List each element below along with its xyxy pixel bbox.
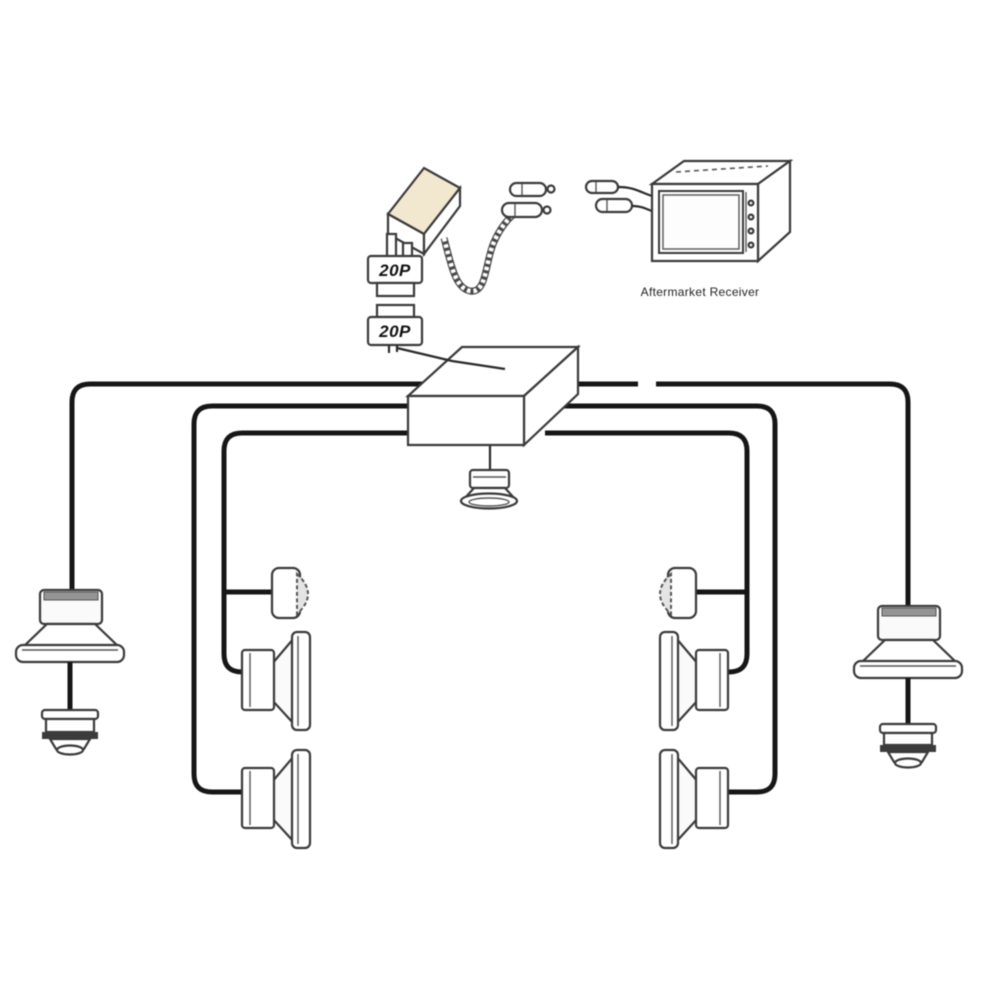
- bullet-plug-1-tip: [546, 184, 556, 194]
- left-tweeter-dome: [55, 744, 85, 756]
- 20p-label-top: 20P: [378, 261, 411, 280]
- 20p-bottom-housing: [366, 315, 424, 347]
- left-woofer-cone: [20, 622, 122, 649]
- amplifier-box: [405, 344, 581, 448]
- front-left-speaker-wire: [69, 381, 638, 594]
- harness-to-amplifier-lead: [396, 346, 506, 371]
- door-right-speaker-wire: [545, 430, 750, 675]
- right-rear-speaker-magnet: [694, 766, 730, 830]
- adapter-right-face: [422, 184, 462, 258]
- left-door-tweeter-dome: [296, 571, 309, 617]
- right-front-woofer: [852, 604, 964, 680]
- right-woofer-rim: [852, 659, 964, 680]
- center-speaker-rim-line: [468, 497, 510, 507]
- 20p-bottom-tongue: [375, 303, 416, 319]
- left-rear-speaker-magnet: [240, 766, 276, 830]
- right-tweeter-dome: [893, 757, 923, 769]
- 20p-top-tongue: [375, 281, 416, 298]
- left-rear-speaker-cone: [270, 752, 296, 845]
- receiver-button-4: [747, 241, 755, 249]
- right-tweeter-body: [882, 731, 934, 747]
- right-door-speaker-magnet: [694, 648, 730, 712]
- bullet-plug-pair-right: [584, 179, 653, 214]
- right-tweeter-cap: [878, 722, 938, 735]
- left-tweeter-cap: [40, 708, 100, 721]
- bullet-plug-2: [500, 201, 544, 219]
- center-speaker-magnet: [468, 468, 511, 490]
- bullet-plug-2-tip: [542, 205, 552, 215]
- left-door-speaker-cone: [270, 634, 296, 727]
- right-woofer-magnet-band: [881, 607, 937, 617]
- bullet-plug-3: [584, 179, 620, 195]
- front-right-speaker-wire: [656, 381, 911, 610]
- receiver-button-3: [747, 227, 755, 235]
- left-woofer-rim: [14, 643, 126, 664]
- left-door-speaker-rim: [290, 630, 312, 732]
- right-rear-speaker-cone: [674, 752, 700, 845]
- bullet-plug-1: [508, 181, 548, 198]
- receiver-screen: [662, 194, 740, 250]
- receiver-lead-2: [631, 204, 653, 213]
- left-woofer-magnet-band: [43, 591, 99, 601]
- receiver-button-1: [747, 199, 755, 207]
- right-rear-speaker-rim: [658, 748, 680, 850]
- left-rear-speaker-rim: [290, 748, 312, 850]
- left-tweeter-band: [42, 732, 98, 739]
- right-door-tweeter-dome: [659, 571, 672, 617]
- door-left-speaker-wire: [221, 430, 430, 675]
- harness-adapter-box: [385, 166, 462, 260]
- right-door-tweeter-plate: [666, 566, 698, 620]
- right-rear-speaker: [658, 748, 730, 850]
- speaker-wiring: [69, 381, 911, 795]
- rear-right-speaker-wire: [545, 403, 778, 795]
- left-door-tweeter: [270, 566, 309, 620]
- left-door-speaker-magnet: [240, 648, 276, 712]
- receiver-top-dashed-line: [675, 165, 769, 173]
- receiver-caption: Aftermarket Receiver: [641, 285, 760, 299]
- receiver-lead-1: [617, 185, 653, 198]
- left-door-speaker: [240, 630, 312, 732]
- left-tweeter-body: [44, 717, 96, 734]
- right-woofer-cone: [858, 638, 960, 665]
- right-door-speaker: [658, 630, 730, 732]
- bullet-plug-pair-left: [500, 181, 556, 219]
- bullet-plug-4: [594, 197, 634, 214]
- aftermarket-receiver: [648, 158, 794, 264]
- left-rear-speaker: [240, 748, 312, 850]
- right-tweeter-band: [880, 745, 936, 752]
- 20p-connector-male: 20P: [366, 254, 424, 298]
- right-door-speaker-rim: [658, 630, 680, 732]
- adapter-stub-1: [385, 232, 398, 260]
- left-front-tweeter: [40, 708, 100, 756]
- left-door-tweeter-plate: [270, 566, 302, 620]
- receiver-button-2: [747, 213, 755, 221]
- 20p-connector-female: 20P: [366, 303, 424, 353]
- 20p-label-bottom: 20P: [378, 322, 411, 341]
- coiled-cable-ribs: [441, 204, 527, 294]
- rear-left-speaker-wire: [191, 403, 430, 795]
- left-front-woofer: [14, 588, 126, 664]
- receiver-screen-outer: [658, 190, 744, 254]
- right-door-tweeter: [659, 566, 698, 620]
- right-door-speaker-cone: [674, 634, 700, 727]
- center-speaker: [459, 468, 519, 510]
- amplifier-front-face: [406, 394, 526, 447]
- right-front-tweeter: [878, 722, 938, 769]
- coiled-cable: [440, 202, 527, 295]
